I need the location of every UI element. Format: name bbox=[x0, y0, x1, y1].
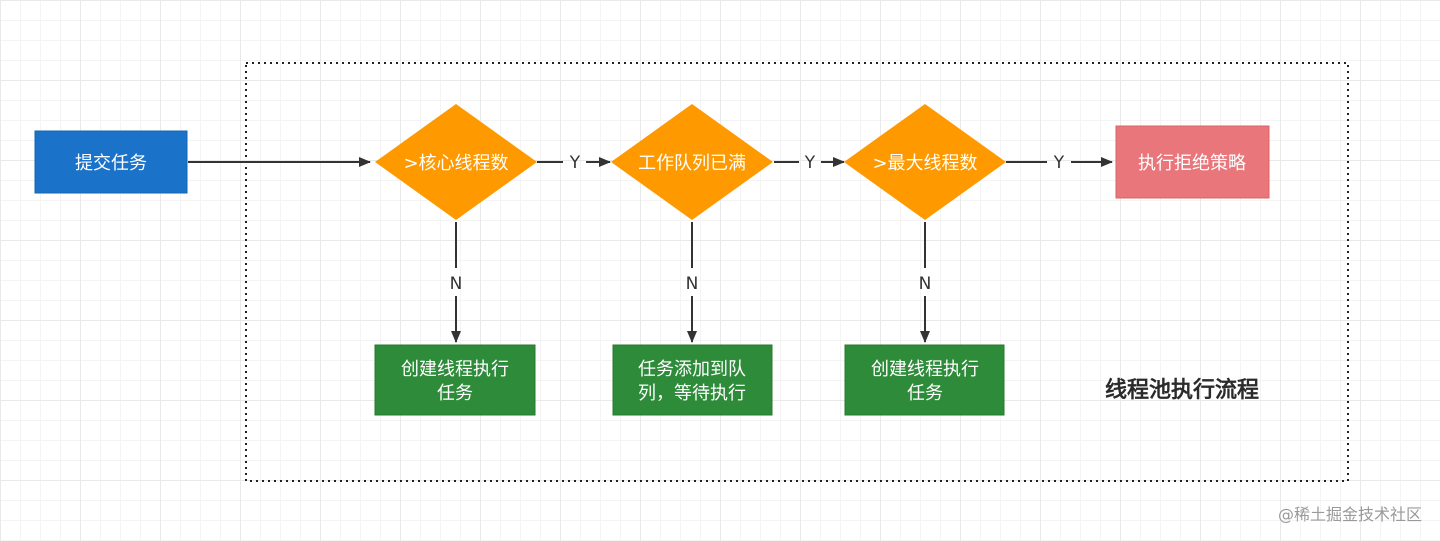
node-submit-task[interactable]: 提交任务 bbox=[34, 130, 188, 194]
edge-label-max-yes: Y bbox=[1053, 153, 1065, 173]
process-boundary bbox=[245, 62, 1349, 482]
node-create-max-thread-line2: 任务 bbox=[907, 383, 943, 404]
node-create-core-thread-line2: 任务 bbox=[437, 383, 473, 404]
node-enqueue-task-line1: 任务添加到队 bbox=[638, 359, 746, 380]
node-reject-policy[interactable]: 执行拒绝策略 bbox=[1115, 125, 1270, 199]
node-create-core-thread[interactable]: 创建线程执行 任务 bbox=[374, 344, 536, 416]
node-enqueue-task[interactable]: 任务添加到队 列，等待执行 bbox=[612, 344, 773, 416]
node-enqueue-task-line2: 列，等待执行 bbox=[638, 383, 746, 404]
edge-label-core-yes: Y bbox=[569, 153, 581, 173]
node-create-max-thread[interactable]: 创建线程执行 任务 bbox=[844, 344, 1005, 416]
diagram-title: 线程池执行流程 bbox=[1105, 377, 1259, 403]
decision-core-threads[interactable]: >核心线程数 bbox=[375, 104, 537, 220]
decision-queue-full-label: 工作队列已满 bbox=[638, 153, 746, 174]
decision-queue-full[interactable]: 工作队列已满 bbox=[611, 104, 773, 220]
node-submit-task-label: 提交任务 bbox=[75, 153, 147, 174]
watermark: @稀土掘金技术社区 bbox=[1278, 505, 1422, 524]
decision-core-threads-label: >核心线程数 bbox=[403, 153, 508, 174]
edge-label-max-no: N bbox=[919, 274, 932, 294]
node-reject-policy-label: 执行拒绝策略 bbox=[1138, 153, 1246, 174]
decision-max-threads[interactable]: >最大线程数 bbox=[844, 104, 1006, 220]
edge-label-core-no: N bbox=[450, 274, 463, 294]
edge-label-queue-no: N bbox=[686, 274, 699, 294]
decision-max-threads-label: >最大线程数 bbox=[872, 153, 977, 174]
node-create-max-thread-line1: 创建线程执行 bbox=[871, 359, 979, 380]
edge-label-queue-yes: Y bbox=[804, 153, 816, 173]
node-create-core-thread-line1: 创建线程执行 bbox=[401, 359, 509, 380]
